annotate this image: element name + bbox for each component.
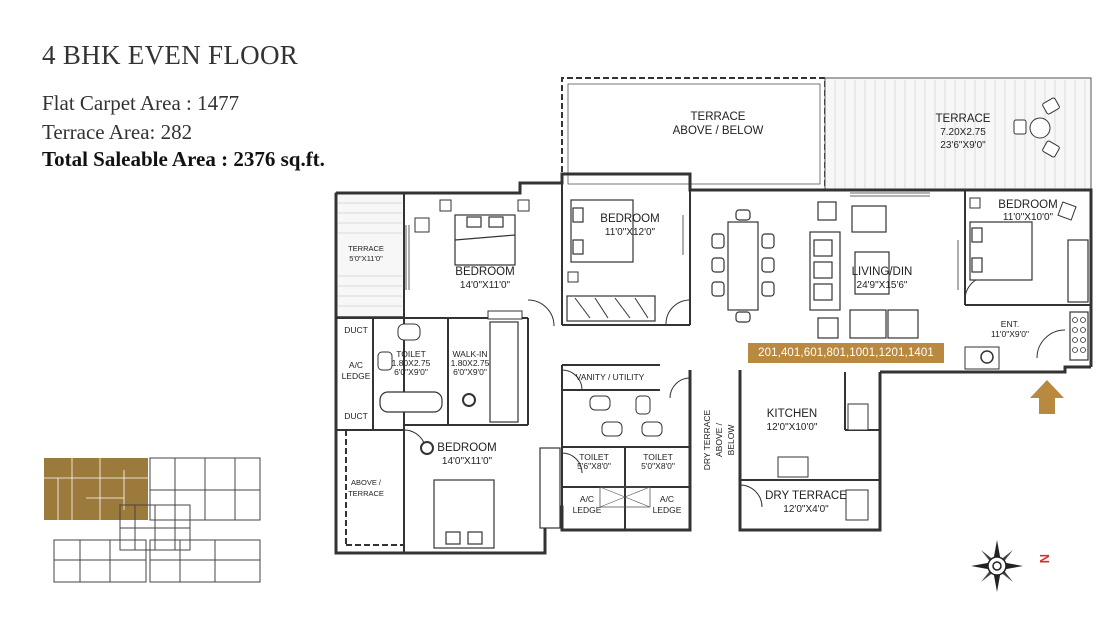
above-terrace-2: TERRACE xyxy=(348,489,384,498)
duct-top-label: DUCT xyxy=(344,325,368,335)
bed-2 xyxy=(570,199,634,263)
dry-terrace-vertical-1: DRY TERRACE xyxy=(702,409,712,470)
ac-ledge-left-2: LEDGE xyxy=(342,371,371,381)
ac-ledge-mid2-1: A/C xyxy=(660,494,674,504)
terrace-left-dim: 5'0"X11'0" xyxy=(349,254,383,263)
key-plan xyxy=(44,457,261,583)
terrace-top xyxy=(561,77,826,190)
saleable-area: Total Saleable Area : 2376 sq.ft. xyxy=(42,147,325,171)
terrace-right-dim2: 23'6"X9'0" xyxy=(940,140,986,151)
bed-1 xyxy=(454,214,516,266)
compass-north-label: N xyxy=(1037,554,1052,563)
bedroom-3-label: BEDROOM xyxy=(998,199,1057,211)
toilet-1-dim2: 6'0"X9'0" xyxy=(394,367,428,377)
bedroom-3-dim: 11'0"X10'0" xyxy=(1003,212,1054,223)
walk-in-dim2: 6'0"X9'0" xyxy=(453,367,487,377)
interior-walls xyxy=(336,183,1091,553)
above-terrace-1: ABOVE / xyxy=(351,478,382,487)
bedroom-2-label: BEDROOM xyxy=(600,213,659,225)
toilet-3-label: TOILET xyxy=(643,452,673,462)
kitchen-dim: 12'0"X10'0" xyxy=(767,422,818,433)
ac-ledge-mid2-2: LEDGE xyxy=(653,505,682,515)
dry-terrace-vertical-2: ABOVE / xyxy=(714,422,724,457)
sofa-set xyxy=(809,201,919,339)
dry-terrace-dim: 12'0"X4'0" xyxy=(783,504,829,515)
toilet-2-dim: 5'6"X8'0" xyxy=(577,461,611,471)
terrace-right xyxy=(824,77,1092,191)
dry-terrace-vertical-3: BELOW xyxy=(726,425,736,456)
terrace-top-label: TERRACE xyxy=(691,111,746,123)
walk-in-label: WALK-IN xyxy=(452,349,487,359)
entry-arrow-icon xyxy=(1030,380,1064,414)
bedroom-4-label: BEDROOM xyxy=(437,442,496,454)
bed-3 xyxy=(969,221,1033,281)
walk-in-dim1: 1.80X2.75 xyxy=(451,358,490,368)
plan-title: 4 BHK EVEN FLOOR xyxy=(42,40,299,70)
duct-bottom-label: DUCT xyxy=(344,411,368,421)
bedroom-1-dim: 14'0"X11'0" xyxy=(460,280,511,291)
kitchen-label: KITCHEN xyxy=(767,408,817,420)
bedroom-2-dim: 11'0"X12'0" xyxy=(605,227,656,238)
dry-terrace-label: DRY TERRACE xyxy=(765,490,847,502)
bedroom-4-dim: 14'0"X11'0" xyxy=(442,456,493,467)
terrace-top-sub: ABOVE / BELOW xyxy=(673,125,764,137)
ac-ledge-mid1-2: LEDGE xyxy=(573,505,602,515)
ac-ledge-mid1-1: A/C xyxy=(580,494,594,504)
toilet-1-dim1: 1.80X2.75 xyxy=(392,358,431,368)
compass-icon xyxy=(971,540,1023,592)
living-dim: 24'9"X15'6" xyxy=(857,280,908,291)
toilet-1-label: TOILET xyxy=(396,349,426,359)
entrance-dim: 11'0"X9'0" xyxy=(991,329,1029,339)
toilet-3-dim: 5'0"X8'0" xyxy=(641,461,675,471)
vanity-label: VANITY / UTILITY xyxy=(576,372,645,382)
terrace-right-dim1: 7.20X2.75 xyxy=(940,127,986,138)
bedroom-1-label: BEDROOM xyxy=(455,266,514,278)
terrace-area: Terrace Area: 282 xyxy=(42,120,193,144)
ac-ledge-left-1: A/C xyxy=(349,360,363,370)
living-label: LIVING/DIN xyxy=(852,266,913,278)
bed-4 xyxy=(433,479,495,549)
terrace-left-label: TERRACE xyxy=(348,244,384,253)
dining-table xyxy=(711,209,775,323)
toilet-2-label: TOILET xyxy=(579,452,609,462)
unit-numbers-badge: 201,401,601,801,1001,1201,1401 xyxy=(748,343,944,363)
carpet-area: Flat Carpet Area : 1477 xyxy=(42,91,240,115)
entrance-label: ENT. xyxy=(1001,319,1019,329)
terrace-right-label: TERRACE xyxy=(936,113,991,125)
